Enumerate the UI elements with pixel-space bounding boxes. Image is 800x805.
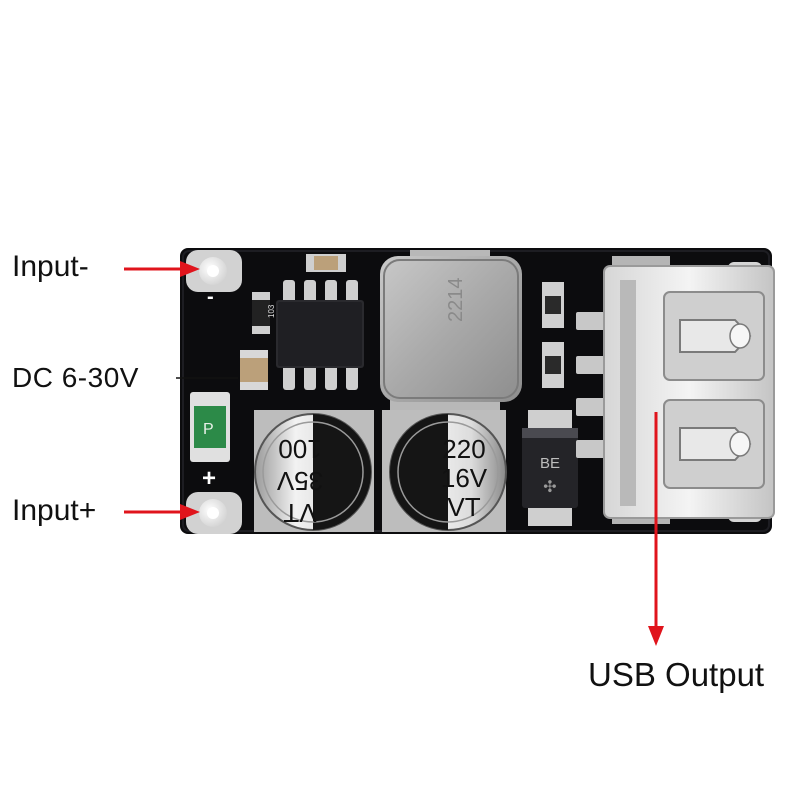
- cap-100-line-2: 35V: [276, 466, 323, 496]
- diode-marking: BE: [540, 455, 560, 472]
- label-input-positive: Input+: [12, 494, 97, 527]
- diode: BE ✣: [522, 410, 578, 526]
- label-usb-output: USB Output: [588, 656, 765, 693]
- smd-capacitor: [240, 350, 268, 390]
- input-positive-pad: [186, 492, 242, 534]
- label-dc-range: DC 6-30V: [12, 362, 139, 393]
- label-input-negative: Input-: [12, 250, 89, 283]
- silkscreen-plus: +: [202, 465, 216, 492]
- inductor: 2214: [380, 250, 522, 414]
- smd-resistor: 103: [252, 292, 276, 334]
- capacitor-100uf: VT 35V 100: [254, 413, 372, 531]
- cap-220-line-2: 16V: [441, 463, 488, 493]
- cap-100-line-3: 100: [278, 434, 321, 464]
- arrow-input-positive: [124, 504, 200, 520]
- arrow-usb-output: [648, 412, 664, 646]
- capacitor-220uf: 220 16V VT: [389, 413, 507, 531]
- resistor-marking: 103: [267, 304, 276, 318]
- arrow-input-negative: [124, 261, 200, 277]
- inductor-marking: 2214: [445, 278, 467, 323]
- cap-100-line-1: VT: [283, 498, 316, 528]
- input-negative-pad: [186, 250, 242, 292]
- usb-connector: [603, 265, 775, 519]
- cap-220-line-3: VT: [447, 492, 480, 522]
- ic-chip: [276, 280, 364, 390]
- cap-220-line-1: 220: [442, 434, 485, 464]
- fuse-component: P: [190, 392, 230, 462]
- silkscreen-minus: -: [207, 286, 214, 308]
- fuse-marking: P: [203, 421, 214, 438]
- svg-text:✣: ✣: [543, 477, 556, 496]
